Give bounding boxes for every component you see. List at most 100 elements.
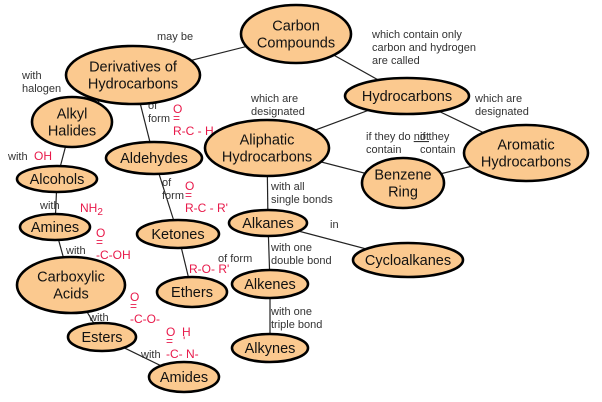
node-label: Compounds <box>257 36 335 52</box>
node-label: Aromatic <box>497 138 554 154</box>
node-ellipse <box>343 76 471 116</box>
node-alcohols[interactable]: Alcohols <box>15 164 99 194</box>
link-label-line: designated <box>475 106 529 118</box>
node-label: Amines <box>31 220 79 236</box>
node-alkanes[interactable]: Alkanes <box>227 208 309 238</box>
link-label-line: with <box>39 200 60 212</box>
chemical-formula: -C-OH <box>96 248 131 262</box>
link-label-line: contain <box>366 144 401 156</box>
node-amines[interactable]: Amines <box>18 212 92 242</box>
node-ellipse <box>230 268 310 300</box>
chemical-formula: O <box>130 290 139 304</box>
link-label-line: triple bond <box>271 319 322 331</box>
chemical-formula: = <box>130 299 137 313</box>
link-label-alkyl-halides-alcohols: with OH <box>7 149 52 163</box>
node-label: Alcohols <box>30 172 85 188</box>
chemical-formula: = <box>185 188 192 202</box>
link-label-line: are called <box>372 55 420 67</box>
chemical-formula: R-C - R' <box>185 201 228 215</box>
node-label: Aldehydes <box>120 151 188 167</box>
node-esters[interactable]: Esters <box>66 321 138 353</box>
node-label: Acids <box>53 287 88 303</box>
node-ellipse <box>104 140 204 176</box>
link-label-line: with <box>7 151 28 163</box>
chemical-formula: -C- N- <box>166 347 199 361</box>
node-label: Carboxylic <box>37 270 105 286</box>
link-label-carbon-compounds-derivatives: may be <box>157 31 193 43</box>
node-label: Esters <box>81 330 122 346</box>
node-ethers[interactable]: Ethers <box>155 275 229 309</box>
chemical-formula: R-O- R' <box>189 262 229 276</box>
link-label-line: with <box>65 245 86 257</box>
chemical-formula: O <box>96 226 105 240</box>
node-label: Ring <box>388 185 418 201</box>
node-label: Alkyl <box>57 107 88 123</box>
link-label-line: designated <box>251 106 305 118</box>
link-label-line: double bond <box>271 255 332 267</box>
node-amides[interactable]: Amides <box>147 360 221 394</box>
node-label: Hydrocarbons <box>481 155 571 171</box>
node-label: Carbon <box>272 19 320 35</box>
node-ellipse <box>351 241 465 279</box>
link-label-line: with one <box>270 306 312 318</box>
link-label-line: with <box>88 312 109 324</box>
node-label: Aliphatic <box>240 133 295 149</box>
node-alkynes[interactable]: Alkynes <box>230 332 310 364</box>
node-ellipse <box>147 360 221 394</box>
node-ellipse <box>360 156 446 210</box>
node-ellipse <box>18 212 92 242</box>
node-ketones[interactable]: Ketones <box>135 218 221 250</box>
node-ellipse <box>135 218 221 250</box>
node-label: Hydrocarbons <box>362 89 452 105</box>
link-label-alkanes-cycloalkanes: in <box>330 219 339 231</box>
node-label: Alkanes <box>242 216 294 232</box>
chemical-formula: -C-O- <box>130 312 160 326</box>
chemical-formula: NH2 <box>80 201 103 218</box>
node-ellipse <box>66 321 138 353</box>
link-label-line: which are <box>250 93 298 105</box>
chemical-formula: OH <box>34 149 52 163</box>
node-cycloalkanes[interactable]: Cycloalkanes <box>351 241 465 279</box>
node-ellipse <box>462 123 590 183</box>
node-ellipse <box>15 164 99 194</box>
node-label: Alkenes <box>244 277 296 293</box>
node-aldehydes[interactable]: Aldehydes <box>104 140 204 176</box>
link-label-line: single bonds <box>271 194 333 206</box>
link-label-line: of <box>162 177 172 189</box>
node-ellipse <box>64 44 202 106</box>
chemical-formula: O <box>185 179 194 193</box>
link-label-line: halogen <box>22 83 61 95</box>
link-label-line: form <box>148 113 170 125</box>
node-ellipse <box>230 332 310 364</box>
node-ellipse <box>227 208 309 238</box>
node-label: Ethers <box>171 285 213 301</box>
node-hydrocarbons[interactable]: Hydrocarbons <box>343 76 471 116</box>
node-label: Hydrocarbons <box>222 150 312 166</box>
link-label-line: in <box>330 219 339 231</box>
link-label-line: carbon and hydrogen <box>372 42 476 54</box>
link-label-line: if they do not <box>366 131 429 143</box>
node-alkenes[interactable]: Alkenes <box>230 268 310 300</box>
node-ellipse <box>30 95 114 149</box>
